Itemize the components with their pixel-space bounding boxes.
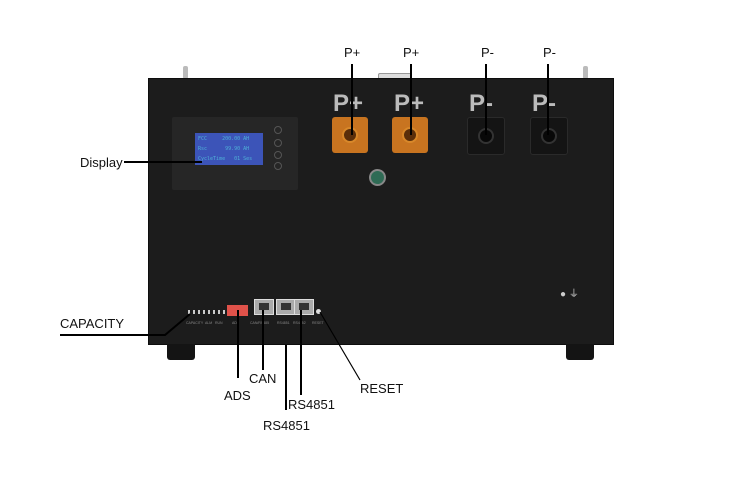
callout-p-minus: P- (543, 45, 556, 60)
callout-can: CAN (249, 371, 277, 386)
callout-p-plus: P+ (403, 45, 420, 60)
panel-label: RESET (312, 321, 324, 325)
terminal-mark: P- (469, 90, 493, 117)
left-handle (183, 66, 188, 79)
panel-label: RS4852 (293, 321, 306, 325)
display-button[interactable] (274, 139, 282, 147)
screen-line: CycleTime 01 Ses (198, 156, 253, 162)
lcd-screen: FCC 200.00 AH Rsc 99.90 AH CycleTime 01 Se… (195, 133, 263, 165)
positive-terminal (332, 117, 368, 153)
screen-line: FCC 200.00 AH (198, 136, 250, 142)
capacity-leds (188, 310, 228, 314)
callout-p-minus: P- (481, 45, 494, 60)
display-button[interactable] (274, 162, 282, 170)
left-foot (167, 344, 195, 360)
terminal-mark: P- (532, 90, 556, 117)
callout-p-plus: P+ (344, 45, 361, 60)
right-handle (583, 66, 588, 79)
terminal-mark: P+ (333, 90, 364, 117)
callout-reset: RESET (360, 381, 404, 396)
ground-icon: ● ⏚ (560, 289, 579, 300)
power-button[interactable] (369, 169, 386, 186)
panel-label: RS4851 (277, 321, 290, 325)
reset-button[interactable] (316, 309, 321, 314)
display-button[interactable] (274, 151, 282, 159)
callout-rs4851: RS4851 (263, 418, 310, 433)
panel-label: CAPACITY (186, 321, 204, 325)
display-button[interactable] (274, 126, 282, 134)
panel-label: RUN (215, 321, 223, 325)
right-foot (566, 344, 594, 360)
callout-capacity: CAPACITY (60, 316, 125, 331)
callout-display: Display (80, 155, 123, 170)
panel-label: ADS (232, 321, 240, 325)
callout-ads: ADS (224, 388, 251, 403)
screen-line: Rsc 99.90 AH (198, 146, 250, 152)
panel-label: CAN/RS485 (250, 321, 270, 325)
terminal-mark: P+ (394, 90, 425, 117)
callout-rs4851: RS4851 (288, 397, 335, 412)
panel-label: ALM (205, 321, 213, 325)
rs4852-port[interactable] (294, 299, 314, 315)
